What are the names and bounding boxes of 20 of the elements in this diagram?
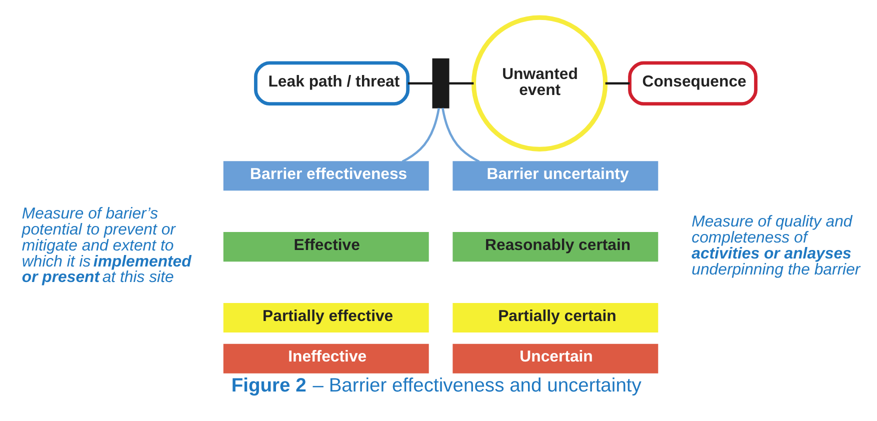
node-box: Barrier uncertainty: [452, 161, 658, 191]
node-box: Leak path / threat: [254, 61, 410, 106]
label: Measure of quality and completeness of activities or anlayses underpinning the barrier: [692, 214, 860, 278]
node-box: Reasonably certain: [452, 232, 658, 262]
node-box: Effective: [223, 232, 429, 262]
node-box: Uncertain: [452, 344, 658, 374]
label: Measure of barier’s potential to prevent or mitigate and extent to which it is implemented or present at this site: [22, 206, 192, 286]
node-box: Consequence: [628, 61, 758, 106]
node-box: Barrier effectiveness: [223, 161, 429, 191]
connector: [605, 82, 630, 84]
connector: [402, 108, 440, 163]
node-box: Ineffective: [223, 344, 429, 374]
node-box: Partially certain: [452, 303, 658, 333]
connector: [442, 108, 480, 163]
connector: [408, 82, 433, 84]
node-circle: Unwanted event: [471, 15, 608, 152]
caption: Figure 2 – Barrier effectiveness and uncertainty: [231, 376, 642, 397]
node-box: Partially effective: [223, 303, 429, 333]
node-bar: [432, 58, 450, 108]
connector: [448, 82, 474, 84]
